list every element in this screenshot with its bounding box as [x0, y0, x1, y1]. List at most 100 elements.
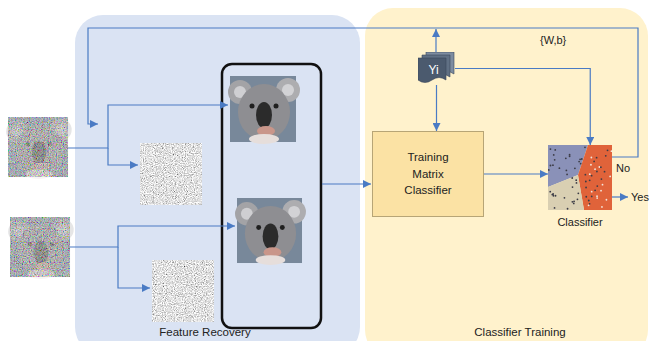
- data-point: [565, 157, 567, 159]
- data-point: [596, 197, 598, 199]
- data-point: [554, 159, 556, 161]
- data-point: [600, 166, 602, 168]
- data-point: [585, 181, 587, 183]
- noisy-input-image: [8, 117, 68, 177]
- data-point: [565, 170, 567, 172]
- data-point: [591, 196, 593, 198]
- data-point: [596, 171, 598, 173]
- box-label: Training Matrix Classifier: [396, 149, 460, 199]
- noisy-input-image: [6, 117, 72, 179]
- label-holder: {W,b}: [540, 33, 566, 47]
- data-point: [567, 208, 569, 210]
- data-point: [588, 200, 590, 202]
- data-point: [577, 198, 579, 200]
- label-holder: Yes: [631, 190, 649, 204]
- data-point: [569, 154, 571, 156]
- data-point: [591, 175, 593, 177]
- data-point: [555, 195, 557, 197]
- decision-region: [578, 145, 612, 210]
- data-point: [604, 171, 606, 173]
- data-point: [579, 158, 581, 160]
- data-point: [591, 191, 593, 193]
- data-point: [572, 186, 574, 188]
- data-point: [584, 174, 586, 176]
- data-point: [549, 191, 551, 193]
- data-point: [606, 199, 608, 201]
- process-box: Training Matrix Classifier: [372, 131, 484, 217]
- data-point: [553, 154, 555, 156]
- data-point: [574, 167, 576, 169]
- data-point: [581, 158, 583, 160]
- data-point: [589, 173, 591, 175]
- data-point: [585, 196, 587, 198]
- data-point: [589, 179, 591, 181]
- decision-label: No: [616, 161, 630, 175]
- data-point: [548, 169, 550, 171]
- data-point: [596, 157, 598, 159]
- data-point: [569, 155, 571, 157]
- data-point: [554, 149, 556, 151]
- noisy-input-image: [8, 217, 74, 279]
- data-point: [611, 150, 612, 152]
- parameter-label: {W,b}: [540, 33, 566, 47]
- panel-background: [75, 15, 360, 341]
- data-point: [588, 204, 590, 206]
- data-point: [605, 155, 607, 157]
- data-point: [573, 203, 575, 205]
- classifier-plot: Classifier: [548, 145, 612, 229]
- data-point: [564, 197, 566, 199]
- region-heading: Classifier Training: [474, 325, 565, 340]
- data-point: [550, 165, 552, 167]
- label-document-icon: Yi: [418, 52, 455, 85]
- data-point: [580, 163, 582, 165]
- data-point: [571, 177, 573, 179]
- data-point: [598, 166, 600, 168]
- data-point: [585, 187, 587, 189]
- data-point: [573, 200, 575, 202]
- label-holder: No: [616, 161, 630, 175]
- heading-holder: Classifier Training: [474, 325, 565, 340]
- data-point: [578, 161, 580, 163]
- data-point: [571, 201, 573, 203]
- data-point: [601, 178, 603, 180]
- noisy-input-image: [8, 217, 74, 279]
- data-point: [558, 167, 560, 169]
- data-point: [602, 184, 604, 186]
- data-point: [584, 146, 586, 148]
- data-point: [575, 179, 577, 181]
- data-point: [596, 195, 598, 197]
- decision-label: Yes: [631, 190, 649, 204]
- data-point: [577, 192, 579, 194]
- region-heading: Feature Recovery: [159, 325, 250, 340]
- plot-caption: Classifier: [557, 215, 602, 229]
- data-point: [609, 176, 611, 178]
- data-point: [594, 189, 596, 191]
- region-panel: YiTraining Matrix ClassifierClassifierCl…: [365, 8, 648, 341]
- flow-arrow: [455, 69, 590, 146]
- data-point: [596, 185, 598, 187]
- data-point: [593, 161, 595, 163]
- decision-region-plot: [548, 145, 612, 210]
- noisy-input-image: [10, 217, 70, 277]
- data-point: [576, 182, 578, 184]
- noisy-input-image: [6, 117, 72, 179]
- flow-arrow: [484, 173, 548, 174]
- data-point: [550, 148, 552, 150]
- data-point: [554, 207, 556, 209]
- region-panel: Feature Recovery: [75, 15, 360, 341]
- decision-region: [548, 175, 584, 210]
- data-point: [552, 164, 554, 166]
- data-point: [552, 193, 554, 195]
- symbol-label: Yi: [428, 63, 438, 79]
- data-point: [590, 157, 592, 159]
- heading-holder: Feature Recovery: [159, 325, 250, 340]
- data-point: [601, 206, 603, 208]
- data-point: [551, 194, 553, 196]
- data-point: [566, 174, 568, 176]
- data-point: [589, 203, 591, 205]
- data-point: [594, 168, 596, 170]
- data-point: [590, 164, 592, 166]
- flow-arrow: [436, 85, 437, 131]
- data-point: [600, 190, 602, 192]
